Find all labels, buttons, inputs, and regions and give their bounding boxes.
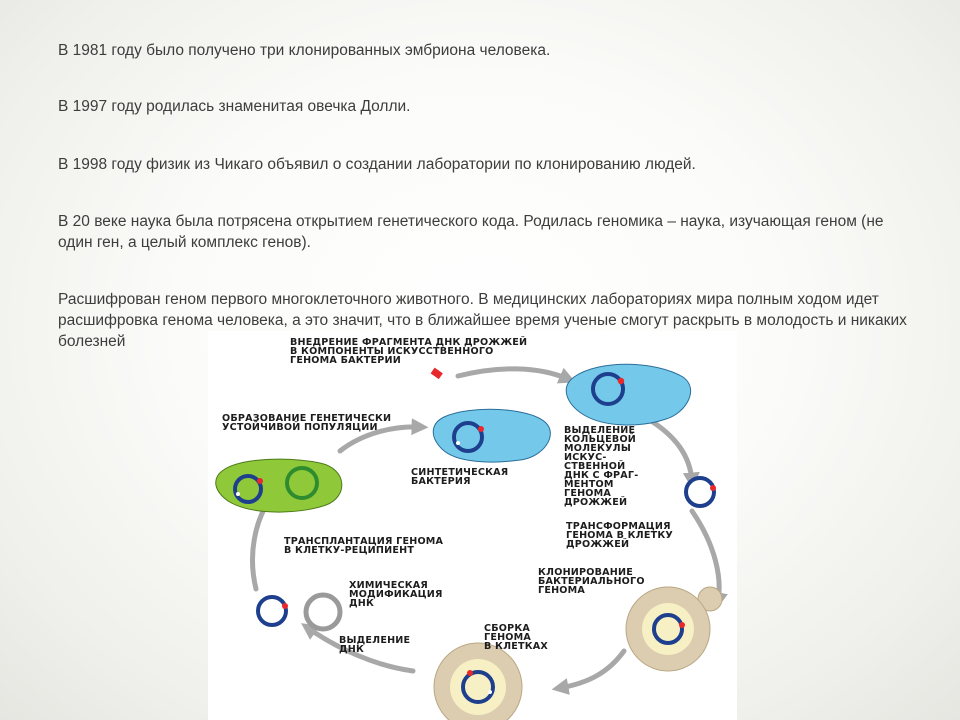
green-ring-icon	[285, 466, 319, 500]
yeast-cell-inner	[450, 659, 506, 715]
dna-fragment-marker	[467, 670, 473, 676]
arrow-right-upper	[645, 416, 700, 490]
dna-fragment-marker	[710, 485, 716, 491]
modified-dna-ring	[303, 592, 343, 632]
blue-cell-middle	[432, 408, 551, 463]
label-insertion: ВНЕДРЕНИЕ ФРАГМЕНТА ДНК ДРОЖЖЕЙ В КОМПОН…	[290, 335, 531, 366]
paragraph-1981: В 1981 году было получено три клонирован…	[58, 42, 551, 59]
label-assembly: СБОРКА ГЕНОМА В КЛЕТКАХ	[484, 623, 548, 652]
yeast-cell-assembly	[433, 642, 523, 720]
dna-ring-icon	[591, 372, 625, 406]
label-extraction-dna: ВЫДЕЛЕНИЕ ДНК	[339, 635, 414, 655]
dna-dot-white	[262, 614, 266, 618]
label-extraction-ring: ВЫДЕЛЕНИЕ КОЛЬЦЕВОЙ МОЛЕКУЛЫ ИСКУС- СТВЕ…	[564, 425, 642, 508]
cloning-cycle-svg: ВНЕДРЕНИЕ ФРАГМЕНТА ДНК ДРОЖЖЕЙ В КОМПОН…	[215, 335, 728, 720]
dna-dot-white	[236, 492, 240, 496]
dna-dot-white	[456, 441, 460, 445]
dna-ring-icon	[256, 595, 288, 627]
dna-ring-icon	[461, 670, 495, 704]
dna-ring-icon	[233, 474, 263, 504]
cycle-arrows	[250, 366, 728, 695]
dna-ring-icon	[452, 421, 484, 453]
label-transformation: ТРАНСФОРМАЦИЯ ГЕНОМА В КЛЕТКУ ДРОЖЖЕЙ	[566, 521, 677, 550]
artificial-genome-cell	[565, 363, 692, 426]
label-synthetic: СИНТЕТИЧЕСКАЯ БАКТЕРИЯ	[411, 467, 512, 487]
paragraph-genomics: В 20 веке наука была потрясена открытием…	[58, 213, 884, 251]
arrow-upper-left	[337, 418, 429, 454]
label-chemical: ХИМИЧЕСКАЯ МОДИФИКАЦИЯ ДНК	[349, 580, 446, 609]
dna-fragment-marker	[282, 603, 288, 609]
label-population: ОБРАЗОВАНИЕ ГЕНЕТИЧЕСКИ УСТОЙЧИВОЙ ПОПУЛ…	[222, 413, 395, 433]
paragraph-genome-decoding: Расшифрован геном первого многоклеточног…	[58, 291, 907, 350]
yeast-cell-cloning	[625, 586, 723, 672]
yeast-cell-inner	[642, 603, 694, 655]
dna-fragment-marker	[617, 377, 625, 385]
cloning-cycle-diagram: ВНЕДРЕНИЕ ФРАГМЕНТА ДНК ДРОЖЖЕЙ В КОМПОН…	[208, 331, 737, 720]
arrow-top	[455, 366, 576, 384]
stable-population-cell	[215, 458, 343, 513]
dna-fragment-marker	[679, 622, 685, 628]
synthetic-bacterium-cell	[432, 408, 551, 463]
blue-cell-top-right	[565, 363, 692, 426]
arrow-bottom-right	[551, 648, 627, 695]
paragraph-1998: В 1998 году физик из Чикаго объявил о со…	[58, 156, 696, 173]
dna-ring-icon	[652, 613, 684, 645]
dna-dot-white	[488, 690, 492, 694]
paragraph-1997: В 1997 году родилась знаменитая овечка Д…	[58, 98, 411, 115]
arrow-bottom-left	[301, 623, 416, 674]
label-transplant: ТРАНСПЛАНТАЦИЯ ГЕНОМА В КЛЕТКУ-РЕЦИПИЕНТ	[284, 536, 447, 556]
extracted-dna-rings	[256, 592, 343, 632]
dna-ring-icon	[684, 476, 716, 508]
label-cloning: КЛОНИРОВАНИЕ БАКТЕРИАЛЬНОГО ГЕНОМА	[538, 567, 648, 596]
isolated-dna-ring	[684, 476, 716, 508]
dna-fragment-marker	[478, 426, 484, 432]
yeast-dna-fragment	[430, 367, 443, 380]
dna-fragment-marker	[257, 478, 263, 484]
